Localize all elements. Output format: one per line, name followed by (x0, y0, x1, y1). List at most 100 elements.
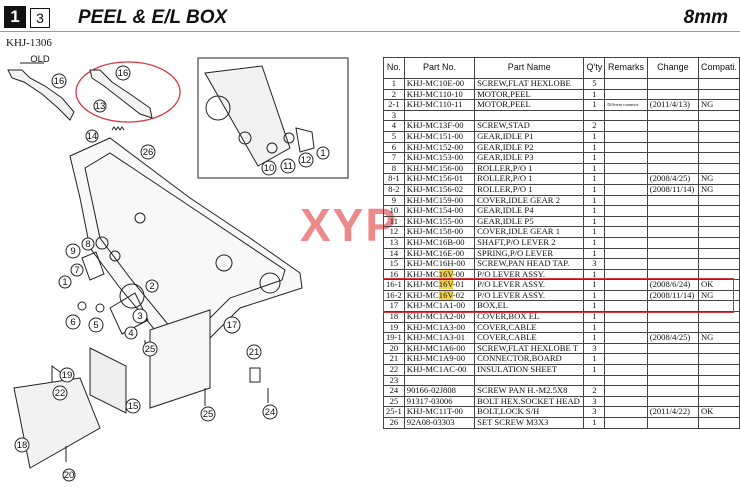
cell-qty: 1 (583, 152, 606, 164)
cell-no: 8-2 (383, 183, 405, 196)
cell-change: (2008/6/24) (646, 279, 699, 291)
callout-1b: 1 (320, 148, 325, 159)
part-no-prefix: KHJ-MC (406, 290, 439, 300)
cell-qty: 1 (583, 205, 606, 217)
callout-17: 17 (227, 320, 238, 331)
cell-no: 18 (383, 311, 405, 323)
cell-part-no: KHJ-MC158-00 (403, 226, 476, 238)
cell-compati (697, 247, 740, 260)
cell-part-name (474, 374, 585, 387)
cell-part-name: MOTOR,PEEL (474, 88, 585, 101)
cell-change (646, 374, 699, 387)
cell-part-no: KHJ-MC1A2-00 (403, 311, 476, 323)
cell-compati (697, 385, 740, 397)
callout-14: 14 (87, 131, 98, 142)
table-header-row: No. Part No. Part Name Q'ty Remarks Chan… (383, 57, 740, 79)
callout-1: 1 (62, 277, 67, 288)
header-rule (0, 31, 740, 32)
cell-part-no: KHJ-MC16H-00 (403, 258, 476, 270)
cell-part-no: KHJ-MC156-02 (403, 183, 476, 196)
callout-4: 4 (128, 328, 133, 339)
cell-no: 3 (383, 109, 405, 122)
callout-20: 20 (64, 470, 75, 481)
cell-change (646, 300, 699, 313)
cell-no: 26 (383, 417, 405, 429)
exploded-parts-diagram: OLD 16 16 13 14 26 9 8 7 1 2 6 5 3 4 25 … (7, 54, 349, 482)
cell-compati (697, 395, 740, 408)
cell-compati: NG (697, 332, 740, 344)
cell-remarks (604, 162, 648, 175)
cell-remarks (604, 120, 648, 132)
cell-part-no: 90166-02J808 (403, 385, 476, 397)
cell-qty: 1 (583, 236, 606, 249)
cell-no: 2 (383, 88, 405, 101)
cell-change (646, 311, 699, 323)
callout-22: 22 (55, 388, 66, 399)
cell-no: 12 (383, 226, 405, 238)
cell-part-name: SET SCREW M3X3 (474, 417, 585, 429)
cell-compati (697, 109, 740, 122)
cell-compati (697, 417, 740, 429)
cell-remarks (604, 215, 648, 228)
callout-26: 26 (143, 147, 154, 158)
cell-change (646, 162, 699, 175)
cell-qty: 1 (583, 321, 606, 334)
cell-compati (697, 364, 740, 376)
cell-part-name: P/O LEVER ASSY. (474, 279, 585, 291)
cell-part-no: KHJ-MC10E-00 (403, 78, 476, 90)
cell-part-no: KHJ-MC16E-00 (403, 247, 476, 260)
cell-remarks (604, 300, 648, 313)
cell-part-name: SPRING,P/O LEVER (474, 247, 585, 260)
cell-no: 20 (383, 342, 405, 355)
part-no-suffix: -02 (452, 290, 465, 300)
cell-remarks (604, 406, 648, 418)
page-title: PEEL & E/L BOX (78, 7, 228, 28)
cell-change (646, 364, 699, 376)
cell-part-name: COVER,IDLE GEAR 1 (474, 226, 585, 238)
cell-part-no: KHJ-MC11T-00 (403, 406, 476, 418)
cell-part-name: INSULATION SHEET (474, 364, 585, 376)
cell-no: 14 (383, 247, 405, 260)
cell-compati (697, 321, 740, 334)
cell-remarks (604, 353, 648, 366)
cell-qty: 1 (583, 215, 606, 228)
cell-change (646, 226, 699, 238)
cell-qty: 1 (583, 162, 606, 175)
cell-no: 11 (383, 215, 405, 228)
callout-15: 15 (128, 401, 139, 412)
callout-18: 18 (17, 440, 28, 451)
cell-part-name: ROLLER,P/O 1 (474, 173, 585, 185)
cell-no: 21 (383, 353, 405, 366)
cell-part-name: P/O LEVER ASSY. (474, 268, 585, 281)
cell-compati: NG (697, 99, 740, 111)
callout-25: 25 (145, 344, 156, 355)
cell-part-no: KHJ-MC16V-02 (403, 289, 476, 302)
cell-compati (697, 342, 740, 355)
cell-compati (697, 311, 740, 323)
cell-change (646, 130, 699, 143)
cell-remarks (604, 342, 648, 355)
cell-compati (697, 120, 740, 132)
callout-9: 9 (70, 246, 75, 257)
cell-change (646, 78, 699, 90)
cell-change (646, 194, 699, 207)
cell-no: 4 (383, 120, 405, 132)
cell-qty: 1 (583, 332, 606, 344)
cell-change: (2011/4/13) (646, 99, 699, 111)
cell-compati (697, 258, 740, 270)
part-no-prefix: KHJ-MC (406, 279, 439, 290)
cell-remarks (604, 321, 648, 334)
cell-part-no: KHJ-MC110-10 (403, 88, 476, 101)
cell-compati: NG (697, 289, 740, 302)
